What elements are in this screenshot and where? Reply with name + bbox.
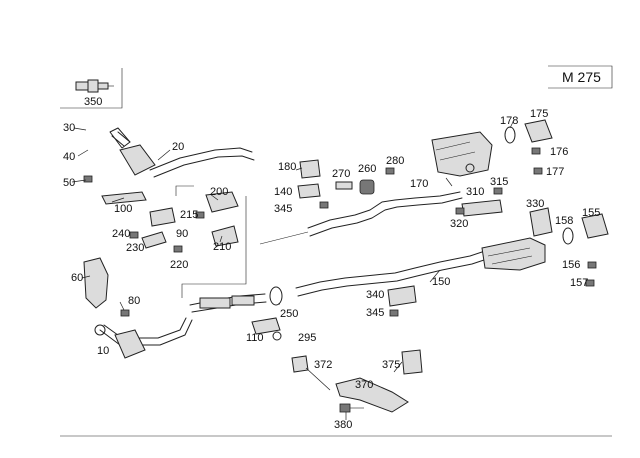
bracket-375 — [401, 349, 423, 375]
callout-110: 110 — [246, 332, 264, 344]
model-label: M 275 — [562, 69, 601, 85]
bolt-157 — [585, 279, 595, 287]
bracket-180 — [299, 159, 321, 179]
callout-20: 20 — [172, 141, 184, 153]
bolt-176 — [531, 147, 541, 155]
callout-315: 315 — [490, 176, 508, 188]
clamp-178 — [504, 126, 516, 144]
callout-50: 50 — [63, 177, 75, 189]
callout-345-upper: 345 — [274, 203, 292, 215]
bolt-215 — [195, 211, 205, 219]
bracket-330 — [529, 207, 553, 237]
bolt-240 — [129, 231, 139, 239]
hanger-140 — [297, 183, 321, 199]
callout-80: 80 — [128, 295, 140, 307]
front-muffler — [431, 131, 493, 177]
callout-labels: 350 30 40 50 20 100 200 215 240 90 230 2… — [63, 96, 600, 431]
callout-157: 157 — [570, 277, 588, 289]
callout-320: 320 — [450, 218, 468, 230]
bolt-177 — [533, 167, 543, 175]
callout-280: 280 — [386, 155, 404, 167]
bolt-345a — [319, 201, 329, 209]
intermediate-pipe — [189, 293, 267, 313]
rear-muffler — [481, 237, 546, 271]
callout-372: 372 — [314, 359, 332, 371]
front-pipe-10 — [94, 317, 193, 359]
tailpipe-175 — [524, 119, 553, 143]
clamp-270 — [335, 181, 353, 190]
callout-100: 100 — [114, 203, 132, 215]
hanger-bracket-310 — [461, 199, 503, 217]
bolt-380 — [339, 403, 364, 413]
bolt-345b — [389, 309, 399, 317]
callout-140: 140 — [274, 186, 292, 198]
callout-200: 200 — [210, 186, 228, 198]
heat-shield-60 — [83, 257, 109, 309]
callout-10: 10 — [97, 345, 109, 357]
callout-310: 310 — [466, 186, 484, 198]
callout-175: 175 — [530, 108, 548, 120]
callout-240: 240 — [112, 228, 130, 240]
callout-155: 155 — [582, 207, 600, 219]
callout-60: 60 — [71, 272, 83, 284]
callout-350: 350 — [84, 96, 102, 108]
crossmember-370 — [335, 377, 409, 413]
callout-380: 380 — [334, 419, 352, 431]
clamp-250 — [269, 286, 283, 306]
clamp-158 — [562, 227, 574, 245]
callout-40: 40 — [63, 151, 75, 163]
leader-lines — [71, 119, 515, 420]
callout-260: 260 — [358, 163, 376, 175]
bracket-230 — [141, 231, 167, 249]
rubber-mount-260 — [359, 179, 375, 195]
callout-170: 170 — [410, 178, 428, 190]
callout-158: 158 — [555, 215, 573, 227]
front-pipe-20 — [109, 127, 255, 178]
bolt-320 — [455, 207, 465, 215]
callout-250: 250 — [280, 308, 298, 320]
bolt-220 — [173, 245, 183, 253]
callout-220: 220 — [170, 259, 188, 271]
callout-150: 150 — [432, 276, 450, 288]
bracket-372 — [291, 355, 309, 373]
oxygen-sensor-350 — [75, 79, 114, 93]
bracket-340 — [387, 285, 417, 307]
bolt-315 — [493, 187, 503, 195]
callout-375: 375 — [382, 359, 400, 371]
callout-176: 176 — [550, 146, 568, 158]
bracket-110 — [251, 317, 281, 335]
center-pipe-170 — [307, 191, 463, 237]
callout-270: 270 — [332, 168, 350, 180]
bolt-156 — [587, 261, 597, 269]
bracket-90 — [149, 207, 176, 227]
model-label-box: M 275 — [548, 65, 613, 89]
callout-370: 370 — [355, 379, 373, 391]
callout-156: 156 — [562, 259, 580, 271]
callout-230: 230 — [126, 242, 144, 254]
callout-178-upper: 178 — [500, 115, 518, 127]
callout-30: 30 — [63, 122, 75, 134]
bolt-80 — [120, 309, 130, 317]
rear-pipe-150 — [295, 251, 485, 297]
callout-215: 215 — [180, 209, 198, 221]
callout-90: 90 — [176, 228, 188, 240]
callout-210: 210 — [213, 241, 231, 253]
assembly-outline-2 — [259, 231, 309, 245]
bolt-50 — [83, 175, 93, 183]
callout-340: 340 — [366, 289, 384, 301]
callout-177: 177 — [546, 166, 564, 178]
callout-295: 295 — [298, 332, 316, 344]
bracket-210 — [211, 225, 239, 247]
callout-180: 180 — [278, 161, 296, 173]
tailpipe-155 — [581, 213, 609, 239]
callout-345-lower: 345 — [366, 307, 384, 319]
inset-350 — [60, 68, 123, 109]
assembly-outline — [175, 185, 247, 298]
washer-295 — [272, 331, 282, 341]
bolt-280 — [385, 167, 395, 175]
callout-330: 330 — [526, 198, 544, 210]
